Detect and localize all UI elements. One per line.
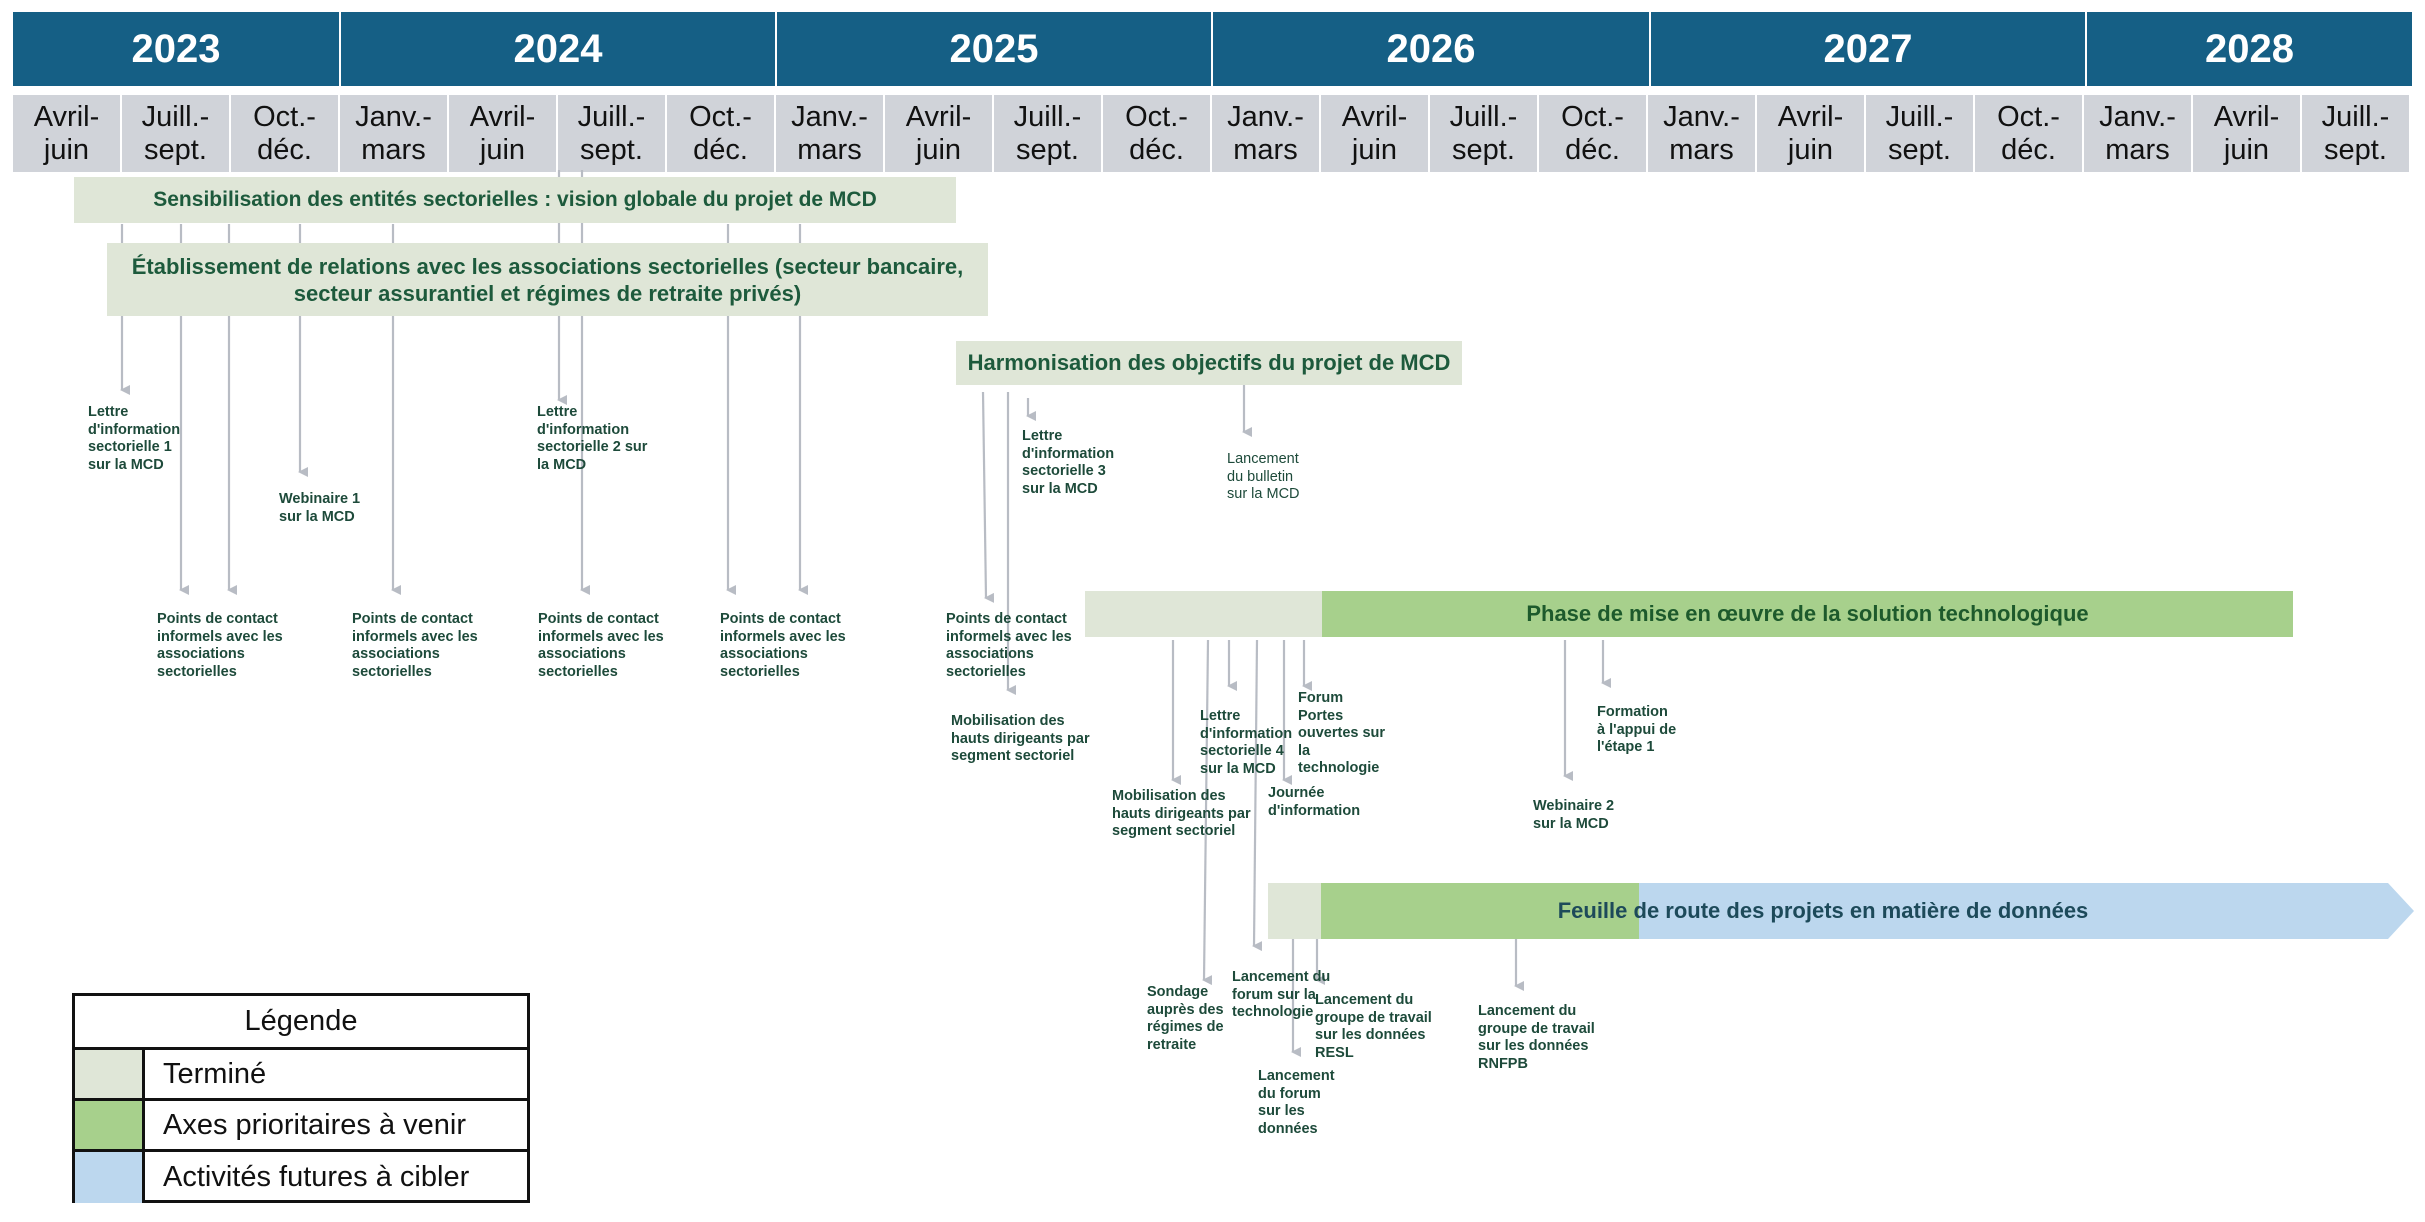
quarter-header-cell: Juill.- sept. bbox=[1430, 95, 1537, 172]
year-header-2025: 2025 bbox=[777, 12, 1211, 86]
quarter-header-cell: Avril- juin bbox=[1757, 95, 1864, 172]
milestone-formation: Formation à l'appui de l'étape 1 bbox=[1597, 704, 1677, 755]
legend-swatch-future bbox=[75, 1152, 145, 1203]
quarter-header-cell: Oct.- déc. bbox=[1103, 95, 1210, 172]
quarter-header-cell: Janv.- mars bbox=[1212, 95, 1319, 172]
milestone-lettre3: Lettre d'information sectorielle 3 sur l… bbox=[1022, 428, 1115, 497]
milestone-contact1: Points de contact informels avec les ass… bbox=[157, 611, 283, 680]
quarter-header-cell: Janv.- mars bbox=[340, 95, 447, 172]
bar-relations: Établissement de relations avec les asso… bbox=[107, 243, 988, 316]
quarter-header-cell: Avril- juin bbox=[1321, 95, 1428, 172]
legend-item-done: Terminé bbox=[75, 1050, 527, 1101]
year-header-2026: 2026 bbox=[1213, 12, 1649, 86]
milestone-forum-techno: Lancement du forum sur la technologie bbox=[1232, 969, 1331, 1020]
bar-feuille-de-route-label: Feuille de route des projets en matière … bbox=[1557, 898, 2089, 923]
bar-feuille-de-route bbox=[1268, 883, 2414, 939]
year-header-2023: 2023 bbox=[13, 12, 339, 86]
milestone-mobilisation1: Mobilisation des hauts dirigeants par se… bbox=[951, 713, 1090, 764]
bar-mise-en-oeuvre-priority-segment bbox=[1322, 591, 2293, 637]
legend-label-future: Activités futures à cibler bbox=[163, 1161, 470, 1193]
milestone-forum-portes: Forum Portes ouvertes sur la technologie bbox=[1298, 690, 1386, 776]
quarter-header-cell: Juill.- sept. bbox=[994, 95, 1101, 172]
bar-feuille-done-segment bbox=[1268, 883, 1321, 939]
milestone-contact5: Points de contact informels avec les ass… bbox=[946, 611, 1072, 680]
arrow-forum-techno bbox=[1252, 639, 1263, 952]
milestone-forum-donnees: Lancement du forum sur les données bbox=[1258, 1068, 1335, 1137]
bar-mise-en-oeuvre: Phase de mise en œuvre de la solution te… bbox=[1085, 591, 2293, 637]
quarter-header-cell: Oct.- déc. bbox=[231, 95, 338, 172]
legend-label-done: Terminé bbox=[163, 1057, 267, 1090]
milestone-webinaire2: Webinaire 2 sur la MCD bbox=[1533, 798, 1615, 832]
milestone-mobilisation2: Mobilisation des hauts dirigeants par se… bbox=[1112, 788, 1251, 839]
milestone-groupe-resl: Lancement du groupe de travail sur les d… bbox=[1315, 992, 1432, 1061]
legend: Légende Terminé Axes prioritaires à veni… bbox=[72, 993, 530, 1203]
bar-feuille-future-segment bbox=[1639, 883, 2414, 939]
milestone-sondage: Sondage auprès des régimes de retraite bbox=[1147, 984, 1224, 1053]
milestone-lettre2: Lettre d'information sectorielle 2 sur l… bbox=[537, 404, 648, 473]
quarter-header-cell: Oct.- déc. bbox=[1975, 95, 2082, 172]
milestone-contact2: Points de contact informels avec les ass… bbox=[352, 611, 478, 680]
milestone-bulletin: Lancement du bulletin sur la MCD bbox=[1227, 451, 1300, 502]
year-header-2027: 2027 bbox=[1651, 12, 2085, 86]
legend-title: Légende bbox=[75, 996, 527, 1050]
bar-feuille-priority-segment bbox=[1321, 883, 1639, 939]
quarter-header-cell: Avril- juin bbox=[449, 95, 556, 172]
quarter-header-cell: Janv.- mars bbox=[776, 95, 883, 172]
milestone-webinaire1: Webinaire 1 sur la MCD bbox=[279, 491, 361, 525]
legend-label-priority: Axes prioritaires à venir bbox=[163, 1108, 466, 1141]
year-header-2024: 2024 bbox=[341, 12, 775, 86]
arrow-sondage bbox=[1202, 639, 1213, 986]
bar-harmonisation: Harmonisation des objectifs du projet de… bbox=[956, 341, 1462, 385]
milestone-lettre4: Lettre d'information sectorielle 4 sur l… bbox=[1200, 708, 1293, 777]
legend-item-future: Activités futures à cibler bbox=[75, 1152, 527, 1203]
quarter-header-cell: Juill.- sept. bbox=[122, 95, 229, 172]
legend-swatch-done bbox=[75, 1050, 145, 1098]
bar-mise-en-oeuvre-label: Phase de mise en œuvre de la solution te… bbox=[1526, 601, 2089, 626]
quarter-header-cell: Juill.- sept. bbox=[2302, 95, 2409, 172]
quarter-header-cell: Janv.- mars bbox=[1648, 95, 1755, 172]
legend-item-priority: Axes prioritaires à venir bbox=[75, 1101, 527, 1152]
milestone-journee: Journée d'information bbox=[1268, 785, 1361, 819]
year-header-2028: 2028 bbox=[2087, 12, 2412, 86]
quarter-header-cell: Oct.- déc. bbox=[1539, 95, 1646, 172]
milestone-lettre1: Lettre d'information sectorielle 1 sur l… bbox=[88, 404, 181, 473]
quarter-header-cell: Janv.- mars bbox=[2084, 95, 2191, 172]
quarter-header-cell: Juill.- sept. bbox=[558, 95, 665, 172]
milestone-groupe-rnfpb: Lancement du groupe de travail sur les d… bbox=[1478, 1003, 1595, 1072]
quarter-header-cell: Juill.- sept. bbox=[1866, 95, 1973, 172]
quarter-header-cell: Avril- juin bbox=[13, 95, 120, 172]
quarter-header-cell: Avril- juin bbox=[885, 95, 992, 172]
bar-sensibilisation: Sensibilisation des entités sectorielles… bbox=[74, 177, 956, 223]
quarter-header-cell: Oct.- déc. bbox=[667, 95, 774, 172]
milestone-contact3: Points de contact informels avec les ass… bbox=[538, 611, 664, 680]
milestone-contact4: Points de contact informels avec les ass… bbox=[720, 611, 846, 680]
legend-swatch-priority bbox=[75, 1101, 145, 1149]
bar-mise-en-oeuvre-done-segment bbox=[1085, 591, 1322, 637]
quarter-header-cell: Avril- juin bbox=[2193, 95, 2300, 172]
arrow-contact5 bbox=[981, 391, 995, 603]
